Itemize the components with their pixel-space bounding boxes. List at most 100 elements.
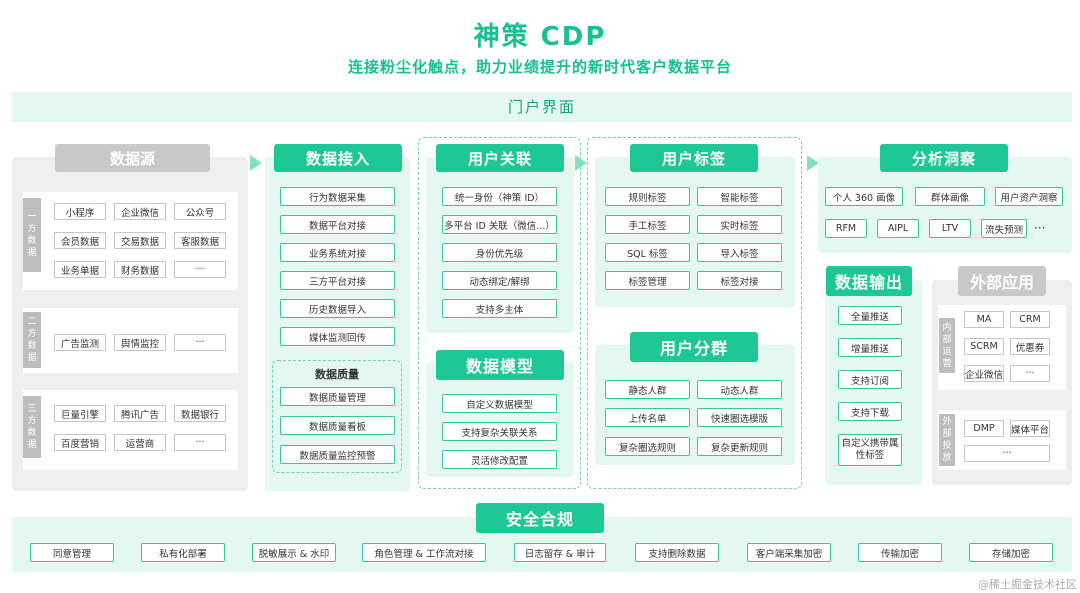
security-item: 存储加密: [969, 543, 1053, 562]
flow-arrow-icon: [807, 155, 819, 171]
source-item: 舆情监控: [114, 334, 166, 351]
model-item: 支持复杂关联关系: [442, 422, 557, 441]
external-ad-label: 外部投放: [939, 414, 955, 466]
output-header: 数据输出: [826, 266, 912, 296]
external-item: DMP: [964, 420, 1004, 437]
external-internal-label: 内部运营: [939, 318, 955, 373]
ingest-item: 三方平台对接: [280, 271, 395, 290]
tag-item: 智能标签: [697, 187, 782, 206]
idmap-item: 统一身份（神策 ID）: [442, 187, 557, 206]
source-item: 运营商: [114, 434, 166, 451]
security-item: 传输加密: [858, 543, 942, 562]
source-item: 广告监测: [54, 334, 106, 351]
security-item: 日志留存 & 审计: [514, 543, 606, 562]
quality-group: [272, 360, 402, 473]
external-item: 媒体平台: [1010, 420, 1050, 437]
source-item: 交易数据: [114, 232, 166, 249]
source-item: 巨量引擎: [54, 405, 106, 422]
tag-item: SQL 标签: [605, 243, 690, 262]
insight-header: 分析洞察: [880, 144, 1008, 172]
model-item: 灵活修改配置: [442, 450, 557, 469]
external-item: 优惠券: [1010, 338, 1050, 355]
output-item: 自定义携带属性标签: [838, 434, 902, 466]
ingest-item: 历史数据导入: [280, 299, 395, 318]
external-item: MA: [964, 311, 1004, 328]
ingest-item: 数据平台对接: [280, 215, 395, 234]
external-item: 企业微信: [964, 365, 1004, 382]
external-header: 外部应用: [958, 266, 1046, 296]
output-item: 支持下载: [838, 402, 902, 421]
source-item: 客服数据: [174, 232, 226, 249]
ingest-item: 行为数据采集: [280, 187, 395, 206]
output-item: 增量推送: [838, 338, 902, 357]
source-item: ···: [174, 434, 226, 451]
idmap-item: 动态绑定/解绑: [442, 271, 557, 290]
group-label-second: 二方数据: [23, 312, 41, 368]
security-header: 安全合规: [476, 503, 604, 533]
tags-header: 用户标签: [630, 144, 758, 172]
source-item: ···: [174, 261, 226, 278]
segment-item: 复杂更新规则: [697, 437, 782, 456]
external-item: ···: [1010, 365, 1050, 382]
source-item: 百度营销: [54, 434, 106, 451]
tag-item: 手工标签: [605, 215, 690, 234]
output-item: 全量推送: [838, 306, 902, 325]
group-label-third: 三方数据: [23, 396, 41, 458]
insight-item: LTV: [929, 219, 971, 238]
external-item: SCRM: [964, 338, 1004, 355]
ingest-item: 业务系统对接: [280, 243, 395, 262]
security-item: 支持删除数据: [635, 543, 719, 562]
tag-item: 标签管理: [605, 271, 690, 290]
idmap-item: 身份优先级: [442, 243, 557, 262]
datasource-header: 数据源: [55, 144, 210, 172]
output-item: 支持订阅: [838, 370, 902, 389]
security-item: 脱敏展示 & 水印: [252, 543, 336, 562]
security-item: 客户端采集加密: [747, 543, 831, 562]
insight-item: ···: [1034, 221, 1046, 235]
insight-item: AIPL: [877, 219, 919, 238]
source-item: ···: [174, 334, 226, 351]
ingest-item: 媒体监测回传: [280, 327, 395, 346]
source-item: 数据银行: [174, 405, 226, 422]
source-item: 腾讯广告: [114, 405, 166, 422]
ingest-header: 数据接入: [274, 144, 402, 172]
insight-item: 用户资产洞察: [995, 187, 1063, 206]
insight-item: 流失预测: [981, 219, 1027, 238]
segment-item: 动态人群: [697, 380, 782, 399]
insight-item: 群体画像: [915, 187, 985, 206]
segment-item: 静态人群: [605, 380, 690, 399]
source-item: 企业微信: [114, 203, 166, 220]
segment-item: 复杂圈选规则: [605, 437, 690, 456]
quality-item: 数据质量看板: [280, 416, 395, 435]
segment-item: 上传名单: [605, 408, 690, 427]
source-item: 业务单据: [54, 261, 106, 278]
group-label-first: 一方数据: [23, 198, 41, 272]
quality-title: 数据质量: [315, 368, 359, 381]
flow-arrow-icon: [250, 155, 262, 171]
tag-item: 导入标签: [697, 243, 782, 262]
insight-item: 个人 360 画像: [825, 187, 903, 206]
tag-item: 实时标签: [697, 215, 782, 234]
model-item: 自定义数据模型: [442, 394, 557, 413]
quality-item: 数据质量管理: [280, 387, 395, 406]
segments-header: 用户分群: [630, 332, 758, 362]
datasource-group-third: [23, 390, 238, 470]
credit-watermark: @稀土掘金技术社区: [978, 578, 1077, 591]
idmap-item: 多平台 ID 关联（微信...）: [442, 215, 557, 234]
flow-arrow-icon: [575, 155, 587, 171]
idmap-header: 用户关联: [436, 144, 564, 172]
idmap-item: 支持多主体: [442, 299, 557, 318]
insight-item: RFM: [825, 219, 867, 238]
external-item: ···: [964, 445, 1050, 462]
quality-item: 数据质量监控预警: [280, 445, 395, 464]
segment-item: 快速圈选模版: [697, 408, 782, 427]
model-header: 数据模型: [436, 350, 564, 380]
page-title: 神策 CDP: [473, 22, 607, 52]
security-item: 私有化部署: [141, 543, 225, 562]
portal-band: 门户界面: [12, 92, 1072, 122]
security-item: 角色管理 & 工作流对接: [362, 543, 486, 562]
source-item: 公众号: [174, 203, 226, 220]
idmap-outline: [418, 137, 581, 489]
security-item: 同意管理: [30, 543, 114, 562]
ingest-panel: [265, 157, 410, 491]
